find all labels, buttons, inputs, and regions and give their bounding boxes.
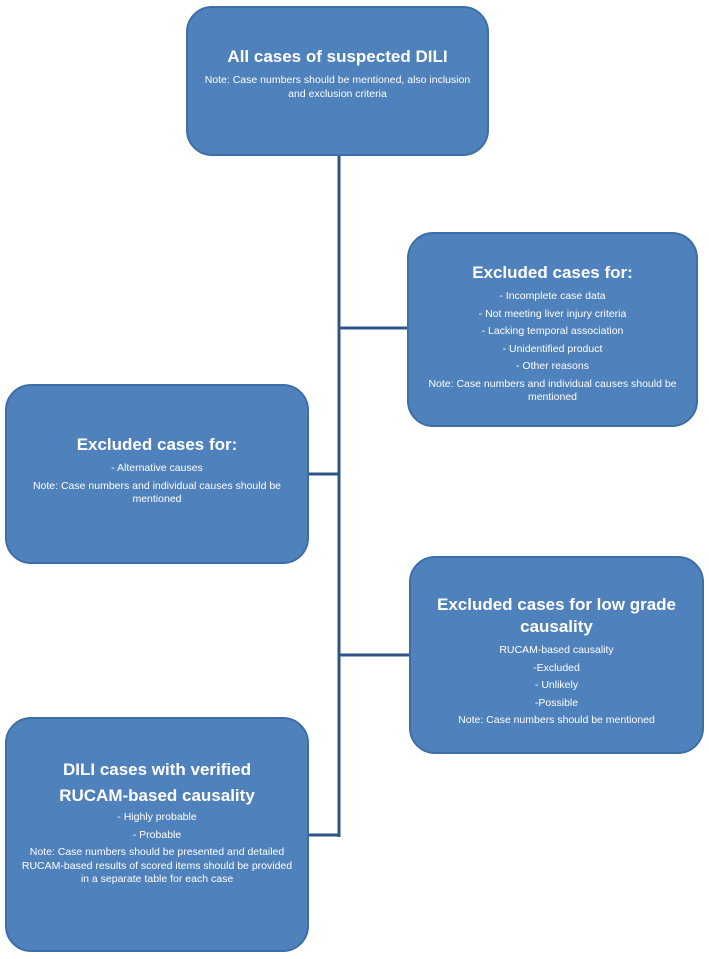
verified-dili-cases-box: DILI cases with verified RUCAM-based cau… (5, 717, 309, 952)
list-item: - Highly probable (117, 811, 197, 823)
box-title-line-2: RUCAM-based causality (59, 786, 255, 805)
list-item: -Excluded (533, 661, 580, 674)
exclusion-list: - Incomplete case data - Not meeting liv… (479, 290, 627, 378)
excluded-cases-box-2: Excluded cases for: - Alternative causes… (5, 384, 309, 564)
box-title: Excluded cases for: (472, 263, 633, 282)
box-title-line-1: DILI cases with verified (62, 760, 251, 779)
excluded-low-grade-causality-box: Excluded cases for low grade causality R… (409, 556, 704, 754)
list-item: - Unlikely (534, 679, 579, 691)
box-note: Note: Case numbers and individual causes… (428, 377, 677, 404)
list-item: RUCAM-based causality (499, 644, 614, 656)
list-item: - Incomplete case data (499, 290, 606, 302)
list-item: - Not meeting liver injury criteria (478, 307, 627, 320)
causality-list: RUCAM-based causality -Excluded - Unlike… (499, 644, 613, 714)
box-title: Excluded cases for: (76, 435, 238, 454)
list-item: - Lacking temporal association (481, 325, 624, 337)
list-item: - Unidentified product (502, 342, 603, 355)
box-note: Note: Case numbers should be mentioned, … (204, 74, 471, 100)
box-note: Note: Case numbers should be mentioned (458, 714, 655, 726)
list-item: - Other reasons (516, 360, 589, 372)
box-title: All cases of suspected DILI (227, 47, 448, 66)
exclusion-list: - Alternative causes (111, 462, 203, 480)
box-note: Note: Case numbers and individual causes… (32, 479, 282, 506)
excluded-cases-box-1: Excluded cases for: - Incomplete case da… (407, 232, 698, 427)
box-title: Excluded cases for low grade causality (436, 595, 677, 636)
list-item: - Probable (132, 828, 182, 841)
suspected-dili-box: All cases of suspected DILI Note: Case n… (186, 6, 489, 156)
box-note: Note: Case numbers should be presented a… (21, 846, 293, 885)
causality-list: - Highly probable - Probable (117, 811, 196, 846)
list-item: - Alternative causes (111, 462, 203, 474)
list-item: -Possible (534, 696, 579, 709)
